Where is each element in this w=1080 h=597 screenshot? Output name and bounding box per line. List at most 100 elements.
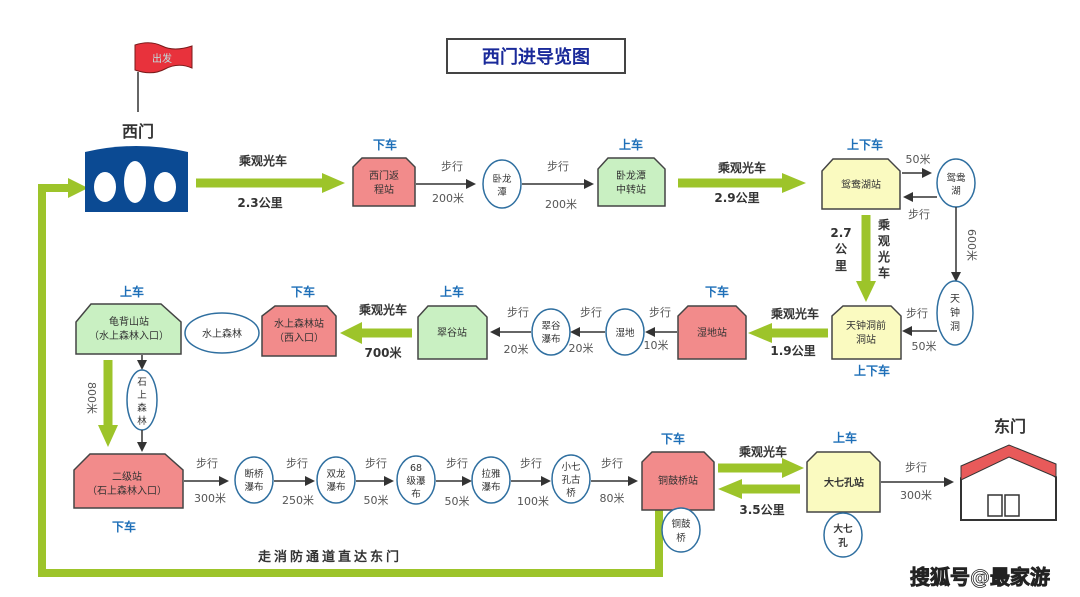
label: 乘观光车 [738,444,787,459]
label: 鸳鸯 [946,172,966,184]
label: 里 [835,258,847,273]
east-gate-label: 东门 [994,417,1026,436]
station-tag: 下车 [373,137,397,152]
label: 步行 [547,160,569,173]
label: 湿地 [615,327,635,339]
spot-laya-waterfall[interactable]: 拉雅 瀑布 [471,456,511,504]
label: 湿地站 [697,326,727,339]
label: 上车 [619,137,643,152]
label: 林 [137,415,147,427]
spot-shidi[interactable]: 湿地 [605,308,645,356]
label: 天钟洞前 [846,319,886,332]
label: 桥 [676,532,686,544]
label: 50米 [445,495,470,508]
label: 级瀑 [406,475,426,487]
spot-68-step-waterfall[interactable]: 68 级瀑 布 [396,455,436,505]
bus3-mode-vertical: 乘 观 光 车 [877,217,890,280]
station-daqikong[interactable]: 大七孔站 [806,451,881,513]
label: 步行 [580,306,602,319]
label: 中转站 [616,183,646,196]
spot-shuishang-forest[interactable]: 水上森林 [184,312,260,354]
label: 2.9公里 [714,190,759,205]
label: 洞站 [856,333,876,346]
spot-tonggu-bridge[interactable]: 铜鼓 桥 [661,507,701,553]
label: 800米 [85,382,98,414]
station-shidi[interactable]: 湿地站 [677,305,747,360]
label: 20米 [504,343,529,356]
label: 车 [878,265,890,280]
spot-daqikong[interactable]: 大七 孔 [823,512,863,558]
label: 翠谷站 [437,326,467,339]
label: 小七 [561,462,581,473]
label: 森 [137,402,147,414]
label: 程站 [374,183,394,196]
spot-duanqiao-waterfall[interactable]: 断桥 瀑布 [234,456,274,504]
label: 鸳鸯湖站 [841,178,881,191]
spot-shuanglong-waterfall[interactable]: 双龙 瀑布 [316,456,356,504]
label: 瀑布 [326,481,345,493]
label: 拉雅 [481,468,501,480]
label: 步行 [649,306,671,319]
label: 上车 [440,284,464,299]
label: 步行 [196,457,218,470]
station-tonggu[interactable]: 铜鼓桥站 [641,451,715,511]
label: 上下车 [847,137,883,152]
label: 公 [835,242,847,256]
label: 二级站 [112,470,142,483]
label: 步行 [906,307,928,320]
station-ximen-return[interactable]: 西门返 程站 [352,157,416,207]
label: 上车 [833,430,857,445]
label: 700米 [364,345,402,360]
label: 卧龙 [492,173,512,185]
bus-label: 乘观光车 [238,153,287,168]
station-guibeishan[interactable]: 龟背山站 （水上森林入口） [75,303,182,355]
label: 下车 [705,284,729,299]
spot-tianzhong-cave[interactable]: 天 钟 洞 [936,280,974,346]
spot-cuigu-waterfall[interactable]: 翠谷 瀑布 [531,308,571,356]
fire-road-path [38,178,663,577]
label: （水上森林入口） [89,329,169,342]
spot-xiaoqikong-bridge[interactable]: 小七 孔古 桥 [551,454,591,504]
label: 68 [410,463,422,474]
label: 洞 [950,321,960,333]
label: 250米 [282,494,314,507]
label: 光 [877,249,890,264]
spot-wolongtan[interactable]: 卧龙 潭 [482,159,522,209]
label: 步行 [507,306,529,319]
label: 天 [950,294,960,305]
label: 钟 [950,306,960,319]
station-tianzhong[interactable]: 天钟洞前 洞站 [831,305,902,360]
label: 上 [137,390,147,401]
label: 80米 [600,492,625,505]
label: 双龙 [326,468,346,480]
label: 2.7 [830,226,851,240]
spot-yuanyang-lake[interactable]: 鸳鸯 湖 [936,158,976,208]
label: （石上森林入口） [87,484,167,497]
station-cuigu[interactable]: 翠谷站 [417,305,488,360]
page-title: 西门进导览图 [482,46,590,68]
label: 50米 [364,494,389,507]
label: 步行 [908,208,930,221]
station-shuishang[interactable]: 水上森林站 （西入口） [261,305,337,357]
label: 水上森林站 [274,317,324,330]
label: 乘观光车 [770,306,819,321]
label: 龟背山站 [109,315,149,328]
station-erji[interactable]: 二级站 （石上森林入口） [73,453,184,509]
label: 10米 [644,339,669,352]
station-yuanyanghu[interactable]: 鸳鸯湖站 [821,158,901,210]
label: 50米 [906,153,931,166]
east-gate-house-icon [960,444,1057,521]
label: 石 [137,377,147,388]
spot-shishang-forest[interactable]: 石 上 森 林 [126,369,158,431]
label: 200米 [432,192,464,205]
label: 断桥 [244,468,264,480]
label: 3.5公里 [739,502,784,517]
label: 上车 [120,284,144,299]
label: 铜鼓桥站 [658,474,698,487]
flag-label: 出发 [152,52,172,65]
station-wolongtan-transfer[interactable]: 卧龙潭 中转站 [597,157,666,207]
fire-road-label: 走消防通道直达东门 [258,549,402,565]
label: 西门返 [369,169,399,182]
label: 下车 [291,284,315,299]
